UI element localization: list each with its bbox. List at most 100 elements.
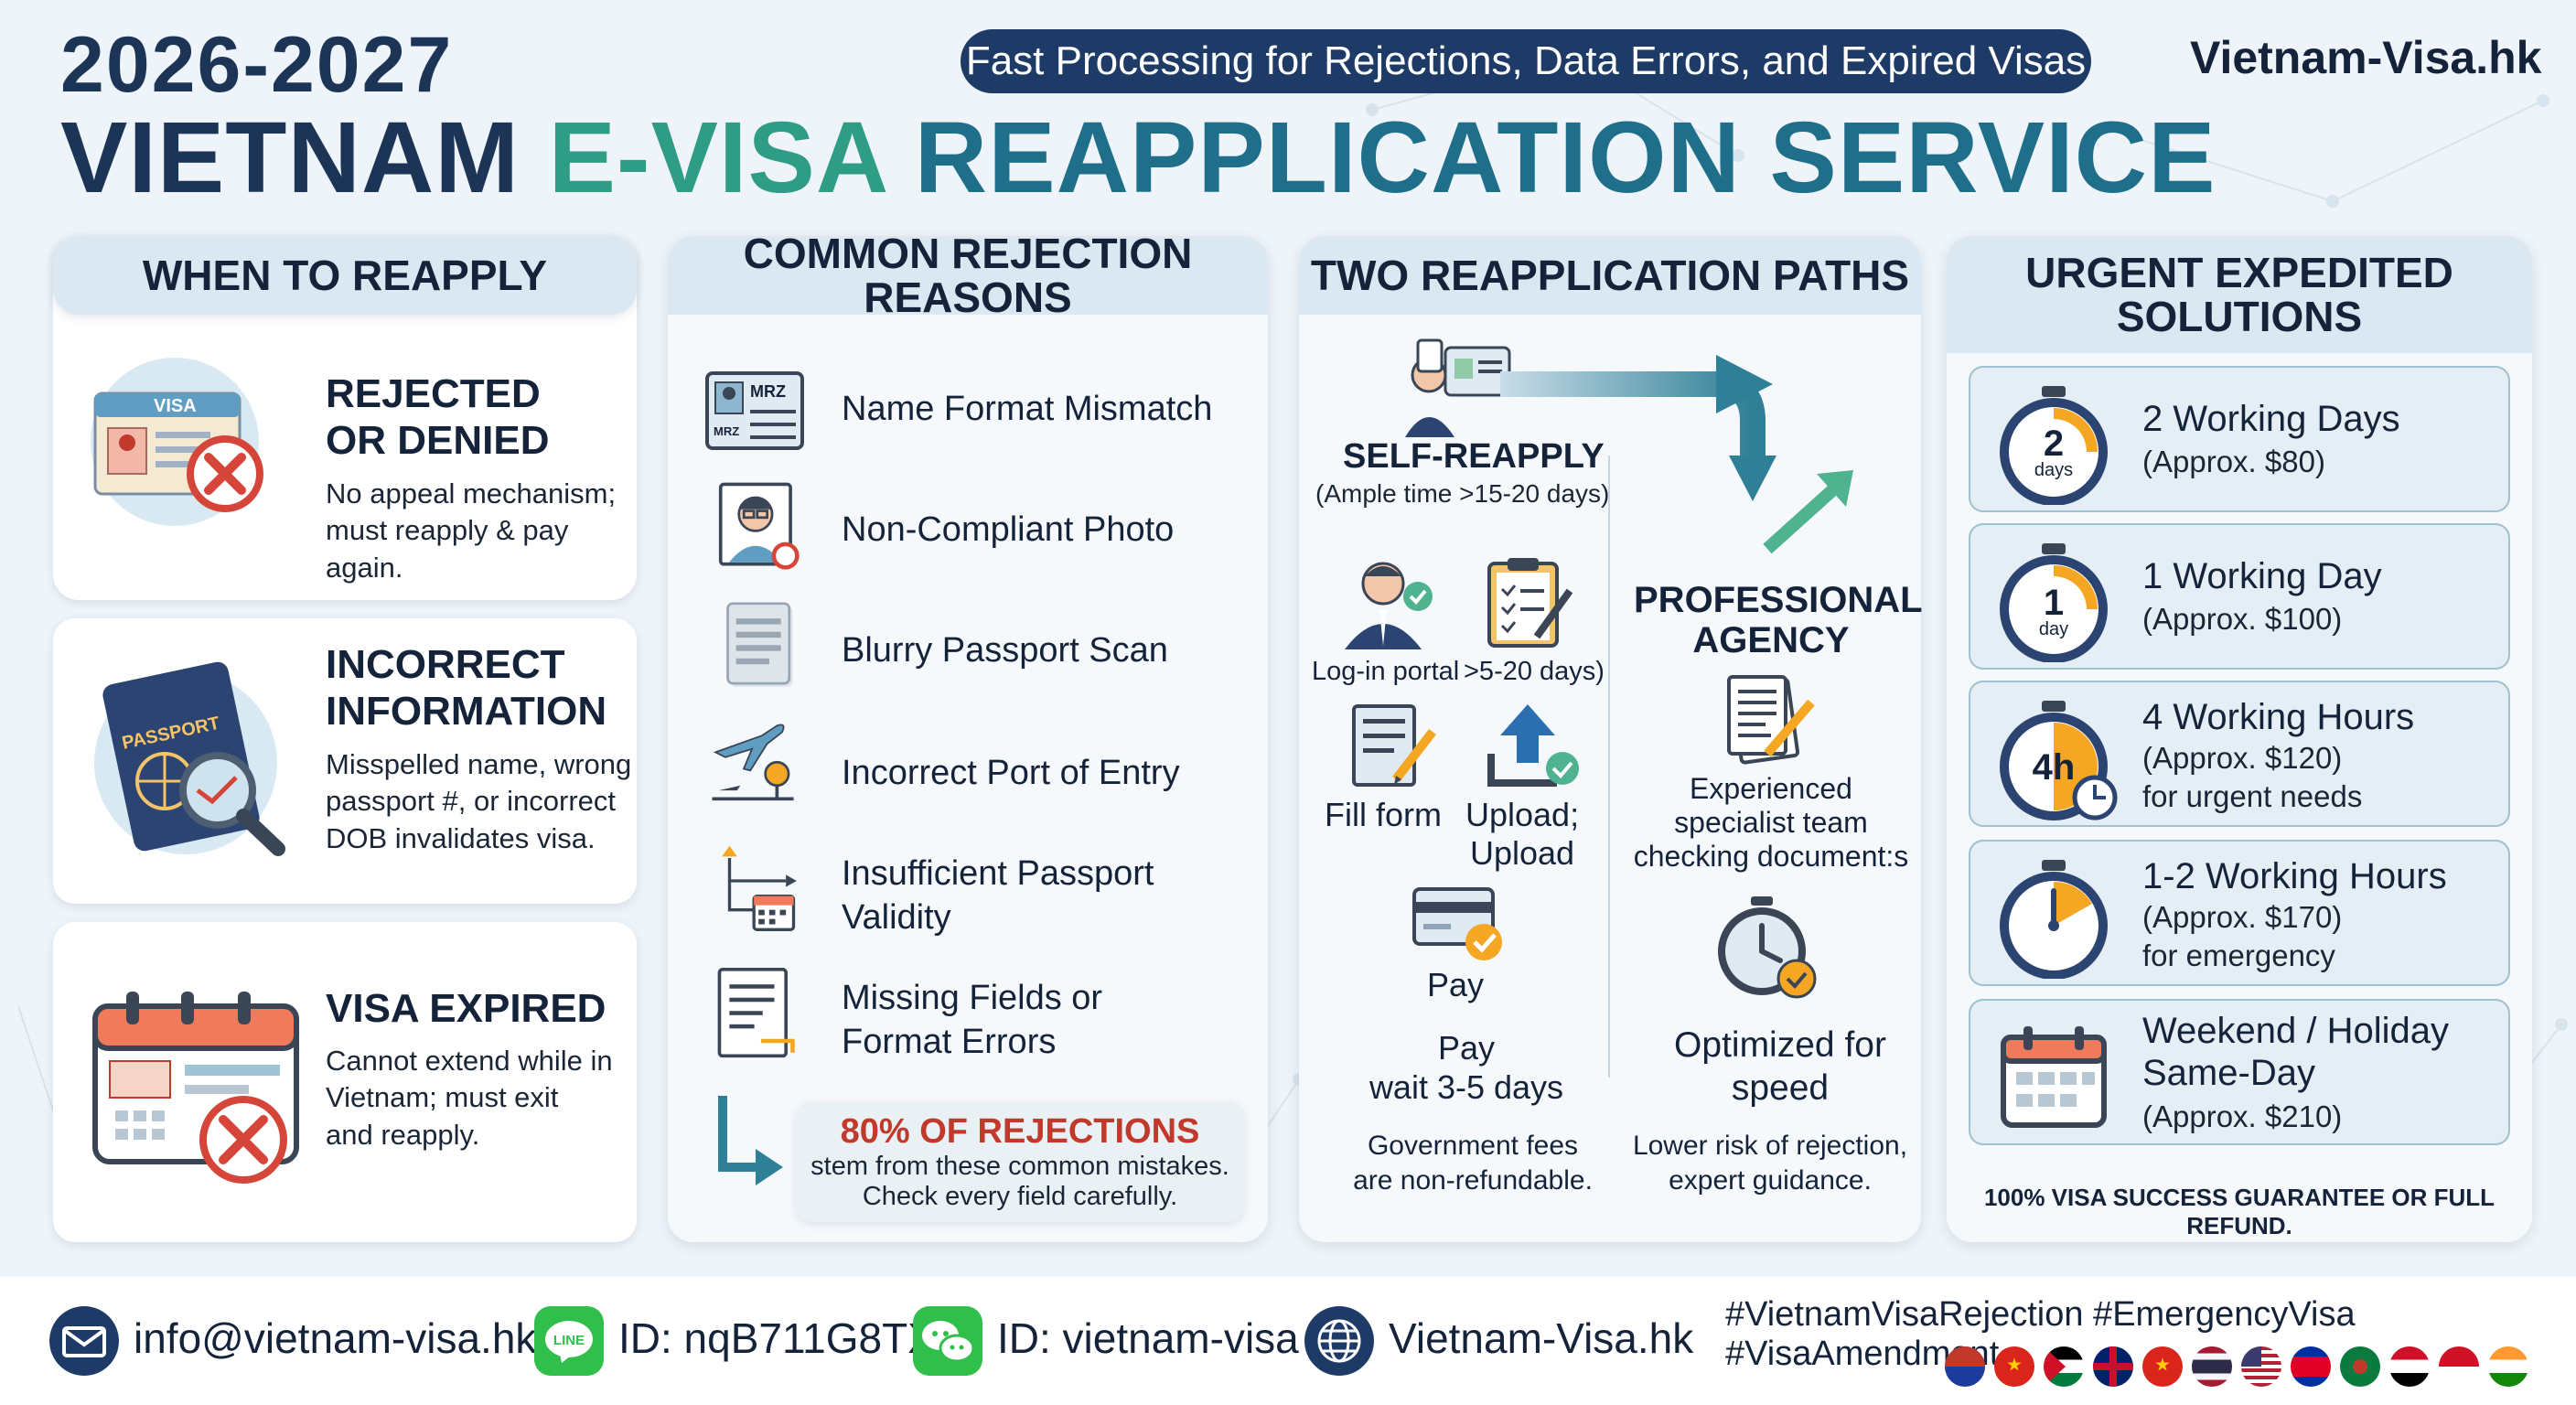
- wechat-id-text[interactable]: ID: vietnam-visa: [997, 1314, 1299, 1362]
- option-2-days-title: 2 Working Days: [2142, 399, 2400, 439]
- rejection-reasons-heading: COMMON REJECTION REASONS: [668, 231, 1268, 319]
- title-part-evisa: E-VISA: [548, 102, 886, 214]
- urgent-solutions-heading: URGENT EXPEDITED SOLUTIONS: [1947, 236, 2532, 353]
- email-icon[interactable]: [49, 1306, 119, 1376]
- optimized-speed-text: Optimized for speed: [1674, 1025, 1886, 1108]
- paths-flow-arrows: [1500, 355, 1853, 554]
- when-to-reapply-heading: WHEN TO REAPPLY: [53, 236, 637, 315]
- upload-icon: [1487, 704, 1579, 787]
- wait-days-label: >5-20 days): [1464, 657, 1605, 686]
- flag-icon: [2389, 1346, 2430, 1387]
- passport-magnifier-icon: PASSPORT: [94, 661, 285, 856]
- reason-name-format: Name Format Mismatch: [842, 390, 1213, 428]
- tagline-pill: Fast Processing for Rejections, Data Err…: [961, 29, 2091, 93]
- rejection-stat-box: 80% OF REJECTIONS stem from these common…: [796, 1101, 1244, 1222]
- incorrect-info-title: INCORRECT INFORMATION: [326, 642, 607, 734]
- pay-icon-label: Pay: [1427, 966, 1485, 1003]
- option-1-day-title: 1 Working Day: [2142, 556, 2382, 596]
- flag-icon: [2340, 1346, 2380, 1387]
- reason-passport-validity: Insufficient Passport Validity: [842, 854, 1154, 937]
- flag-icon: [2291, 1346, 2331, 1387]
- mrz-id-card-icon: MRZ MRZ: [705, 371, 804, 450]
- brand-name: Vietnam-Visa.hk: [2190, 32, 2542, 83]
- login-portal-label: Log-in portal: [1312, 657, 1460, 686]
- svg-text:2: 2: [2044, 424, 2064, 464]
- self-reapply-note: Government fees are non-refundable.: [1353, 1131, 1593, 1196]
- option-4-hours-note: for urgent needs: [2142, 779, 2363, 813]
- option-1-2-hours-title: 1-2 Working Hours: [2142, 856, 2447, 896]
- website-link[interactable]: Vietnam-Visa.hk: [1389, 1314, 1694, 1362]
- rejection-stat-title: 80% OF REJECTIONS: [840, 1112, 1200, 1151]
- reason-port-of-entry: Incorrect Port of Entry: [842, 754, 1180, 792]
- stopwatch-4-hours-icon: 4h: [2000, 701, 2118, 820]
- rejection-reasons-panel: COMMON REJECTION REASONS MRZ MRZ Name Fo…: [668, 231, 1268, 1242]
- option-1-working-day: 1 day 1 Working Day (Approx. $100): [1969, 523, 2510, 670]
- flag-icon: [2241, 1346, 2281, 1387]
- experienced-team-text: Experienced specialist team checking doc…: [1633, 772, 1909, 874]
- flag-icon: [2192, 1346, 2232, 1387]
- option-weekend-title: Weekend / Holiday Same-Day: [2142, 1011, 2449, 1093]
- title-part-service: REAPPLICATION SERVICE: [914, 102, 2216, 214]
- self-reapply-subtitle: (Ample time >15-20 days): [1315, 479, 1610, 508]
- svg-text:MRZ: MRZ: [714, 424, 739, 438]
- holiday-calendar-icon: [2001, 1026, 2107, 1128]
- globe-icon[interactable]: [1304, 1306, 1374, 1376]
- wechat-icon[interactable]: [913, 1306, 982, 1376]
- upload-label: Upload; Upload: [1465, 796, 1580, 872]
- rejection-stat-line2: Check every field carefully.: [862, 1182, 1178, 1211]
- option-1-2-working-hours: 1-2 Working Hours (Approx. $170) for eme…: [1969, 840, 2510, 986]
- line-app-icon[interactable]: LINE: [534, 1306, 604, 1376]
- page-title: VIETNAM E-VISA REAPPLICATION SERVICE: [60, 108, 2216, 209]
- down-right-arrow-icon: [718, 1096, 783, 1185]
- visa-expired-title: VISA EXPIRED: [326, 986, 606, 1031]
- flag-icon: [1994, 1346, 2034, 1387]
- clipboard-checklist-icon: [1487, 558, 1573, 648]
- option-1-2-hours-note: for emergency: [2142, 938, 2335, 972]
- fill-form-icon: [1352, 704, 1436, 787]
- svg-text:MRZ: MRZ: [750, 382, 786, 401]
- option-4-working-hours: 4h 4 Working Hours (Approx. $120) for ur…: [1969, 681, 2510, 827]
- urgent-solutions-panel: URGENT EXPEDITED SOLUTIONS 2 days 2 Work…: [1947, 236, 2532, 1242]
- blurry-scan-icon: [726, 602, 793, 687]
- svg-text:day: day: [2039, 619, 2068, 639]
- flag-icon: [2093, 1346, 2133, 1387]
- rejected-title: REJECTED OR DENIED: [326, 371, 550, 463]
- line-id-text[interactable]: ID: nqB711G8TX: [618, 1314, 936, 1362]
- reason-missing-fields: Missing Fields or Format Errors: [842, 979, 1103, 1061]
- option-2-working-days: 2 days 2 Working Days (Approx. $80): [1969, 366, 2510, 512]
- option-2-days-price: (Approx. $80): [2142, 445, 2325, 478]
- stopwatch-2-days-icon: 2 days: [2000, 386, 2108, 505]
- form-fields-icon: [717, 968, 795, 1058]
- pay-card-icon: [1412, 887, 1502, 960]
- reason-blurry-scan: Blurry Passport Scan: [842, 631, 1168, 670]
- email-link[interactable]: info@vietnam-visa.hk: [134, 1314, 537, 1362]
- option-1-2-hours-price: (Approx. $170): [2142, 900, 2343, 934]
- svg-text:4h: 4h: [2033, 747, 2076, 788]
- stopwatch-1-day-icon: 1 day: [2000, 543, 2108, 662]
- when-to-reapply-panel: WHEN TO REAPPLY VISA REJECTED OR DENIED …: [53, 236, 637, 1242]
- stopwatch-emergency-icon: [2000, 860, 2108, 979]
- visa-expired-desc: Cannot extend while in Vietnam; must exi…: [326, 1045, 613, 1151]
- flag-icon: [2044, 1346, 2084, 1387]
- expired-calendar-icon: [92, 992, 299, 1184]
- option-weekend-holiday: Weekend / Holiday Same-Day (Approx. $210…: [1969, 999, 2510, 1145]
- svg-text:days: days: [2034, 460, 2073, 480]
- flag-icon: [2439, 1346, 2479, 1387]
- title-part-vietnam: VIETNAM: [60, 102, 520, 214]
- document-review-icon: [1727, 675, 1815, 765]
- flag-icon: [2142, 1346, 2183, 1387]
- incorrect-info-desc: Misspelled name, wrong passport #, or in…: [326, 748, 632, 854]
- option-1-day-price: (Approx. $100): [2142, 602, 2343, 636]
- svg-text:VISA: VISA: [154, 396, 197, 416]
- guarantee-text: 100% VISA SUCCESS GUARANTEE OR FULL REFU…: [1983, 1184, 2496, 1239]
- flag-icon: [1945, 1346, 1985, 1387]
- footer-bar: [0, 1277, 2576, 1405]
- login-portal-icon: [1345, 562, 1433, 649]
- reapplication-paths-panel: TWO REAPPLICATION PATHS SELF-REAPPLY (Am…: [1299, 236, 1923, 1242]
- plane-location-icon: [712, 724, 794, 801]
- non-compliant-photo-icon: [718, 482, 800, 570]
- year-heading: 2026-2027: [60, 21, 454, 109]
- reapplication-paths-heading: TWO REAPPLICATION PATHS: [1299, 236, 1921, 315]
- validity-calendar-icon: [722, 845, 797, 931]
- stopwatch-check-icon: [1718, 896, 1817, 999]
